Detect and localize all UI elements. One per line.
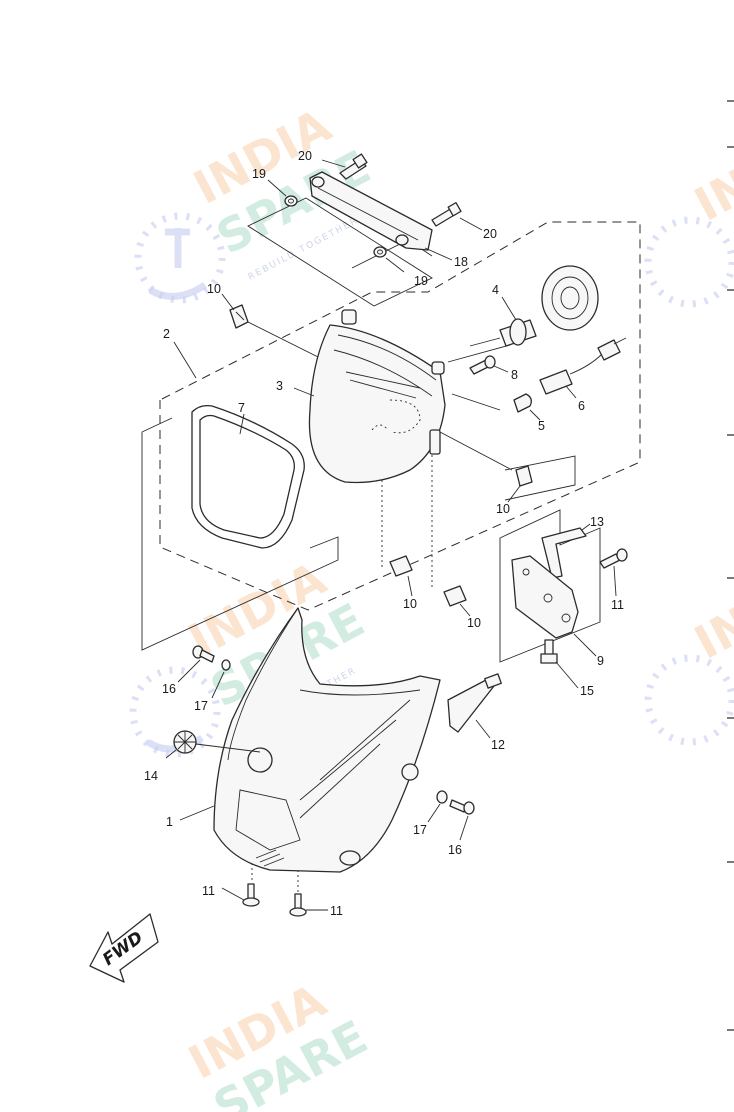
screw-part-8	[469, 355, 496, 375]
callout-2: 2	[163, 327, 170, 341]
callout-15: 15	[580, 684, 594, 698]
washer-part-17-right	[436, 790, 448, 804]
callout-11-bottom-right: 11	[330, 904, 343, 918]
grommet-part-14	[173, 730, 197, 754]
clip-part-10-lower-left	[389, 555, 413, 577]
bulb-part-5	[513, 393, 532, 413]
lamp-socket-part-6	[539, 337, 627, 395]
callout-6: 6	[578, 399, 585, 413]
bolt-part-20-right	[431, 202, 462, 227]
clip-part-10-right	[515, 465, 533, 487]
clip-part-10-lower-right	[443, 585, 467, 607]
collar-part-19-lower	[373, 246, 387, 258]
forward-direction-arrow: FWD	[89, 913, 159, 983]
callout-9: 9	[597, 654, 604, 668]
callout-20-right: 20	[483, 227, 497, 241]
callout-numbers: 20 19 20 18 19 10 4 2 8 3 6 7 5 10 13 10…	[144, 149, 624, 918]
watermark-logo-right: INDIA INDIA	[644, 115, 734, 746]
bracket-part-18	[309, 171, 433, 251]
callout-16-left: 16	[162, 682, 176, 696]
screw-part-11-bottom-left	[242, 883, 260, 907]
callout-13: 13	[590, 515, 604, 529]
callout-8: 8	[511, 368, 518, 382]
callout-19-lower: 19	[414, 274, 428, 288]
callout-14: 14	[144, 769, 158, 783]
callout-19-top: 19	[252, 167, 266, 181]
callout-3: 3	[276, 379, 283, 393]
bracket-part-9	[511, 555, 579, 639]
watermark-india-text-5: INDIA	[686, 553, 734, 670]
callout-12: 12	[491, 738, 505, 752]
panel-part-12	[447, 673, 502, 733]
watermark-logo-bottom: INDIA SPARE	[180, 973, 376, 1112]
screw-part-11-right	[599, 548, 628, 569]
screw-part-11-bottom-right	[289, 893, 307, 917]
callout-1: 1	[166, 815, 173, 829]
callout-11-right: 11	[611, 598, 624, 612]
callout-17-right: 17	[413, 823, 427, 837]
callout-7: 7	[238, 401, 245, 415]
clip-part-10-top-left	[229, 304, 249, 329]
callout-16-right: 16	[448, 843, 462, 857]
headlight-unit-part-3	[308, 309, 446, 484]
bolt-part-15	[540, 639, 558, 664]
callout-5: 5	[538, 419, 545, 433]
assembly-outline-lines	[141, 197, 641, 663]
edge-tick-marks	[727, 100, 734, 1031]
bulb-socket-part-4	[469, 318, 537, 347]
washer-part-17-left	[221, 659, 231, 671]
bolt-part-16-right	[449, 799, 475, 815]
collar-part-19-top	[284, 195, 298, 207]
callout-10-lower-right: 10	[467, 616, 481, 630]
callout-leader-lines	[165, 159, 617, 911]
callout-10-top-left: 10	[207, 282, 221, 296]
callout-4: 4	[492, 283, 499, 297]
callout-11-bottom-left: 11	[202, 884, 215, 898]
gasket-frame-part-7	[191, 404, 305, 549]
callout-18: 18	[454, 255, 468, 269]
bolt-part-16-left	[192, 645, 215, 663]
front-cowl-part-1	[213, 607, 441, 873]
watermark-india-text-4: INDIA	[686, 115, 734, 232]
bolt-part-20-top	[339, 153, 368, 180]
dust-cover-part-4	[541, 265, 599, 331]
callout-20-top: 20	[298, 149, 312, 163]
callout-10-right: 10	[496, 502, 510, 516]
callout-17-left: 17	[194, 699, 208, 713]
callout-10-lower-left: 10	[403, 597, 417, 611]
